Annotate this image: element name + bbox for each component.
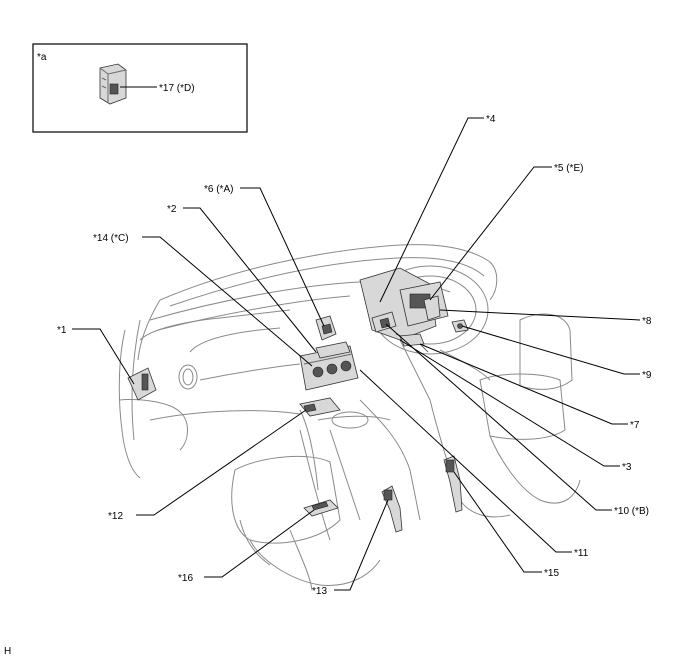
vehicle-interior-outline: [118, 244, 581, 591]
part-15-drawing: [443, 455, 463, 513]
climate-control-panel-drawing: [299, 341, 359, 391]
callout-8: *8: [642, 316, 652, 327]
part-9-drawing: [451, 319, 469, 333]
callout-5: *5 (*E): [554, 163, 583, 174]
leader-lines: [72, 117, 641, 591]
callout-14: *14 (*C): [93, 233, 129, 244]
callout-labels: *1 *2 *3 *4 *5 (*E) *6 (*A) *7 *8 *9 *10…: [57, 114, 652, 597]
callout-9: *9: [642, 370, 652, 381]
part-1-drawing: [127, 367, 157, 401]
callout-15: *15: [544, 568, 559, 579]
corner-mark: H: [4, 646, 11, 657]
callout-10: *10 (*B): [614, 506, 649, 517]
inset-panel: *a *17 (*D): [32, 43, 248, 133]
inset-part-drawing: [99, 63, 127, 105]
component-parts: [127, 267, 469, 533]
callout-2: *2: [167, 204, 177, 215]
callout-3: *3: [622, 462, 632, 473]
callout-7: *7: [630, 420, 640, 431]
part-12-drawing: [299, 397, 341, 417]
part-6-drawing: [315, 315, 337, 341]
inset-label: *a: [37, 52, 47, 63]
callout-12: *12: [108, 511, 123, 522]
callout-13: *13: [312, 586, 327, 597]
callout-11: *11: [574, 548, 589, 559]
callout-4: *4: [486, 114, 496, 125]
callout-17: *17 (*D): [159, 83, 195, 94]
callout-16: *16: [178, 573, 193, 584]
callout-1: *1: [57, 325, 67, 336]
part-13-drawing: [381, 485, 403, 533]
callout-6: *6 (*A): [204, 184, 233, 195]
